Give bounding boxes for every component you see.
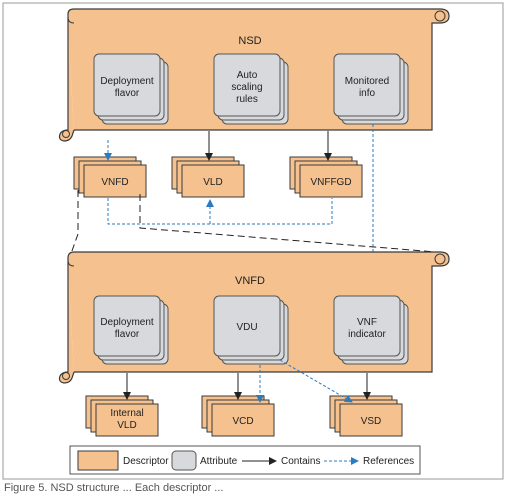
figure-caption: Figure 5. NSD structure ... Each descrip… <box>4 482 224 494</box>
legend-attribute-label: Attribute <box>200 456 238 467</box>
legend-descriptor-label: Descriptor <box>123 456 169 467</box>
vnfd-attribute-vdu: VDU <box>213 295 289 365</box>
association-line <box>67 190 79 263</box>
vnfd-attr-label: VDU <box>236 322 257 333</box>
association-line <box>139 194 437 253</box>
descriptor-label: VLD <box>203 177 222 188</box>
legend-attribute-swatch <box>171 450 197 471</box>
descriptor-label: VCD <box>232 416 253 427</box>
legend-contains-label: Contains <box>281 456 320 467</box>
vnfd-title: VNFD <box>235 275 265 287</box>
legend: Descriptor Attribute Contains References <box>69 445 421 475</box>
descriptor-vsd: VSD <box>329 395 403 437</box>
descriptor-vnfd: VNFD <box>73 156 147 198</box>
descriptor-label: VSD <box>361 416 382 427</box>
references-line <box>107 198 333 225</box>
descriptor-vld: VLD <box>171 156 245 198</box>
descriptor-vnffgd: VNFFGD <box>289 156 363 198</box>
diagram-frame <box>2 2 504 480</box>
descriptor-vcd: VCD <box>201 395 275 437</box>
references-arrow <box>279 359 353 403</box>
legend-references-label: References <box>363 456 414 467</box>
descriptor-label: VNFD <box>101 177 128 188</box>
nsd-title: NSD <box>238 35 261 47</box>
descriptor-label: VNFFGD <box>310 177 351 188</box>
legend-descriptor-swatch <box>77 450 119 471</box>
